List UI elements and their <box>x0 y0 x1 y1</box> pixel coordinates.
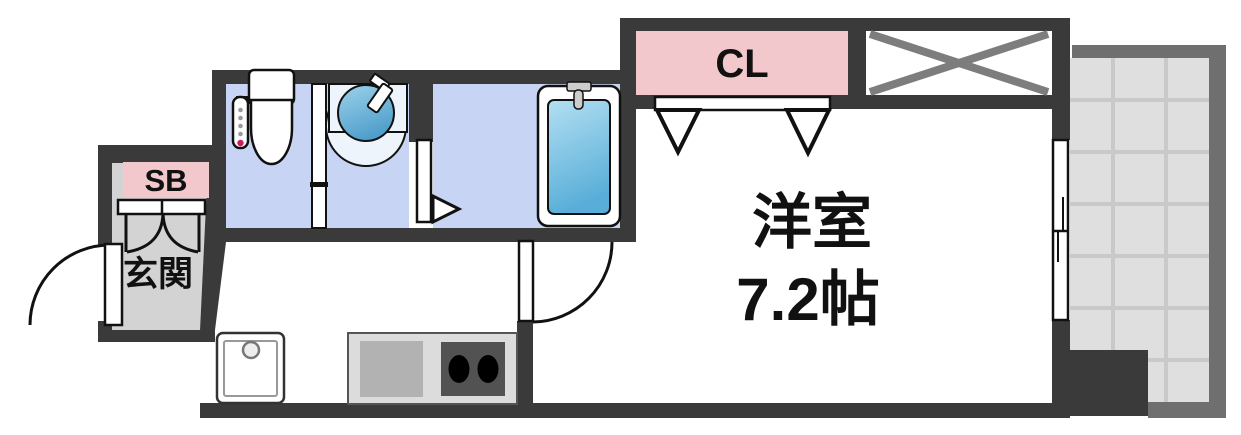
wall-genkan-kitchen <box>200 163 226 330</box>
wall-genkan-left-stub <box>98 321 112 332</box>
shoe-box-plate <box>123 162 209 198</box>
closet-door-track <box>653 95 832 112</box>
western-room-size: 7.2帖 <box>736 266 879 333</box>
wall-bath-bottom <box>212 228 636 242</box>
wash-basin-icon <box>325 72 408 167</box>
bath-door-arrow-icon <box>431 193 463 225</box>
wall-center-vertical <box>620 18 636 242</box>
stove-burner-left <box>448 355 470 383</box>
shoe-box-label: SB <box>144 163 187 198</box>
kitchen-door-swing-arc <box>532 241 614 324</box>
bath-door-leaf <box>415 138 433 224</box>
sink-faucet <box>241 340 261 360</box>
genkan-label: 玄関 <box>123 255 193 294</box>
stove-burner-right <box>477 355 499 383</box>
wall-room-top <box>620 18 1070 31</box>
wall-genkan-left <box>98 145 112 245</box>
wall-corner-pillar <box>1068 350 1148 416</box>
balcony <box>1070 45 1226 418</box>
kitchen-room-door <box>517 239 614 324</box>
kitchen-sink-icon <box>215 331 286 405</box>
western-room-name: 洋室 <box>752 189 872 256</box>
kitchen-door-leaf <box>517 239 535 323</box>
wall-bottom <box>200 403 1068 418</box>
entrance-door <box>28 242 124 327</box>
wall-kitchen-room <box>517 321 533 418</box>
wall-room-right-upper <box>1052 18 1070 140</box>
balcony-railing <box>1072 45 1226 418</box>
basin-faucet <box>366 82 394 114</box>
pipe-space-box <box>866 30 1052 96</box>
shoe-cabinet-icon <box>116 198 207 254</box>
balcony-window <box>1051 138 1070 322</box>
stove-counter <box>360 341 423 397</box>
stove-icon <box>347 332 518 405</box>
closet-door-right-icon <box>783 108 833 158</box>
toilet-control-panel <box>237 107 244 147</box>
closet-label: CL <box>715 42 768 86</box>
wall-room-right-lower <box>1052 320 1070 418</box>
balcony-floor <box>1070 58 1209 402</box>
wall-genkan-bottom <box>98 330 215 342</box>
cross-icon <box>868 30 1050 96</box>
bathtub-icon <box>536 81 622 228</box>
wall-bath-top <box>212 70 636 84</box>
walls <box>98 18 1148 418</box>
bath-door <box>415 138 463 225</box>
closet-plate <box>636 31 848 95</box>
wall-genkan-top <box>98 145 226 163</box>
tub-faucet <box>573 89 584 110</box>
wall-wash-bath <box>409 84 433 142</box>
toilet-icon <box>231 68 296 166</box>
entrance-door-swing-arc <box>28 243 111 326</box>
entrance-door-leaf <box>103 242 124 327</box>
closet-folding-door <box>653 95 833 158</box>
closet-door-left-icon <box>653 108 703 157</box>
sliding-door <box>310 83 328 229</box>
wall-closet-divider <box>848 31 866 95</box>
